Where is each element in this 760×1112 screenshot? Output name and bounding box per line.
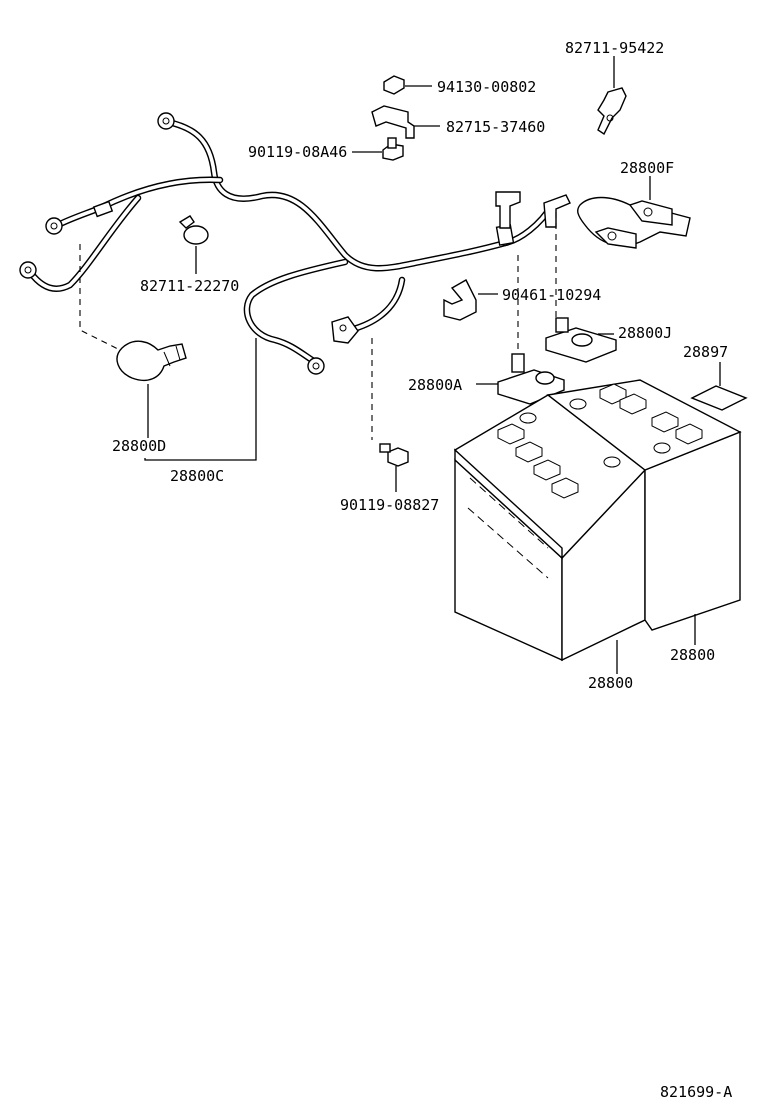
label-94130-00802: 94130-00802 [437,78,536,96]
clip-82711-95422 [597,56,627,136]
bracket-82715-37460 [371,105,440,139]
clamp-90461-10294 [443,279,498,321]
label-sticker-28897 [690,362,748,411]
label-90461-10294: 90461-10294 [502,286,601,304]
cable-28800f [577,176,691,249]
label-28800-left-battery: 28800 [588,674,633,692]
guide-lines [79,212,696,674]
label-90119-08827: 90119-08827 [340,496,439,514]
label-28800f: 28800F [620,159,674,177]
label-82715-37460: 82715-37460 [446,118,545,136]
terminal-28800j [545,317,617,363]
label-28897: 28897 [683,343,728,361]
battery-left [453,394,647,662]
bolt-90119-08a46 [352,137,404,161]
label-28800a: 28800A [408,376,462,394]
label-28800-right-battery: 28800 [670,646,715,664]
bolt-90119-08827 [379,443,409,492]
terminal-cover-28800d [116,340,187,382]
label-28800c: 28800C [170,467,224,485]
label-82711-95422: 82711-95422 [565,39,664,57]
label-28800d: 28800D [112,437,166,455]
label-28800j: 28800J [618,324,672,342]
nut-94130-00802 [383,75,432,95]
wire-harness [19,112,571,375]
battery-right [546,379,742,631]
label-90119-08a46: 90119-08A46 [248,143,347,161]
diagram-id: 821699-A [660,1083,732,1101]
clamp-82711-22270 [178,215,209,274]
label-82711-22270: 82711-22270 [140,277,239,295]
